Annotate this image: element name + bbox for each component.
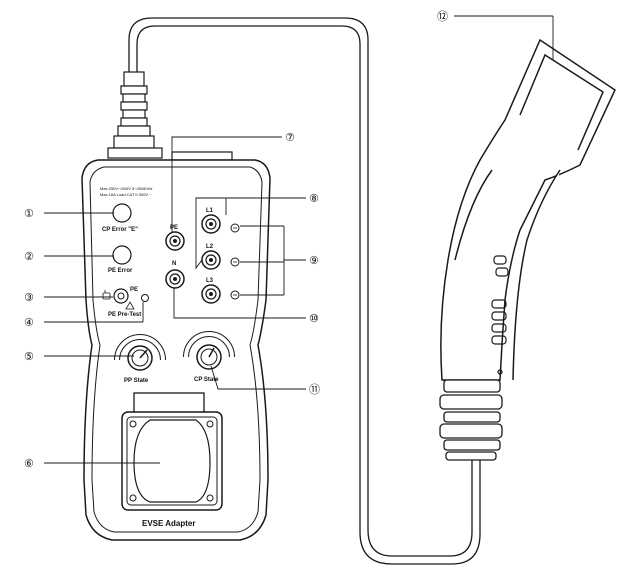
callout-8: ⑧ [309, 192, 319, 205]
pe-pretest-label: PE Pre-Test [108, 312, 141, 318]
phase-lamp-l2 [230, 257, 240, 267]
hand-icon [102, 290, 111, 300]
phase-lamp-l3 [230, 290, 240, 300]
pp-state-label: PP State [124, 378, 149, 384]
pe-error-lamp [112, 245, 132, 265]
callout-1: ① [24, 207, 34, 220]
pp-state-dial[interactable] [114, 334, 166, 371]
socket-pe-label: PE [170, 225, 178, 231]
plug-grip-ribs [491, 255, 509, 375]
callout-9: ⑨ [309, 254, 319, 267]
leader-lines [44, 15, 554, 464]
socket-l3-label: L3 [206, 278, 214, 284]
callout-11: ⑪ [309, 383, 320, 396]
spec-line-1: Max.250V~/400V 3~/50/60Hz [100, 186, 152, 191]
callout-5: ⑤ [24, 350, 34, 363]
connection-cable [128, 17, 473, 557]
callout-markers: ① ② ③ ④ ⑤ ⑥ ⑦ ⑧ ⑨ ⑩ ⑪ ⑫ [24, 10, 448, 470]
socket-l1[interactable] [201, 214, 221, 234]
spec-line-2: Max.16A Load CAT II 300V ~ [100, 192, 152, 197]
connection-cable-inner [136, 25, 481, 565]
charging-plug [440, 38, 616, 381]
callout-12: ⑫ [437, 10, 448, 23]
strain-relief [107, 71, 233, 161]
device-title: EVSE Adapter [142, 519, 196, 528]
socket-l1-label: L1 [206, 208, 214, 214]
pe-pretest-lamp [141, 294, 149, 302]
callout-6: ⑥ [24, 457, 34, 470]
cp-error-lamp [112, 203, 132, 223]
socket-l2-label: L2 [206, 244, 214, 250]
socket-l3[interactable] [201, 284, 221, 304]
callout-10: ⑩ [309, 312, 319, 325]
schuko-output-socket[interactable] [121, 392, 223, 511]
cp-state-label: CP State [194, 377, 219, 383]
callout-7: ⑦ [285, 131, 295, 144]
pe-pretest-button[interactable] [113, 288, 129, 304]
pe-small-label: PE [130, 287, 138, 293]
callout-4: ④ [24, 316, 34, 329]
warning-icon [125, 301, 135, 310]
cp-state-dial[interactable] [183, 331, 235, 370]
cp-error-label: CP Error "E" [102, 227, 138, 233]
socket-l2[interactable] [201, 250, 221, 270]
callout-3: ③ [24, 291, 34, 304]
phase-lamp-l1 [230, 223, 240, 233]
socket-n-label: N [172, 261, 176, 267]
callout-2: ② [24, 250, 34, 263]
pe-error-label: PE Error [108, 268, 133, 274]
socket-pe[interactable] [165, 231, 185, 251]
plug-cable-rings [439, 379, 503, 461]
socket-n[interactable] [165, 269, 185, 289]
